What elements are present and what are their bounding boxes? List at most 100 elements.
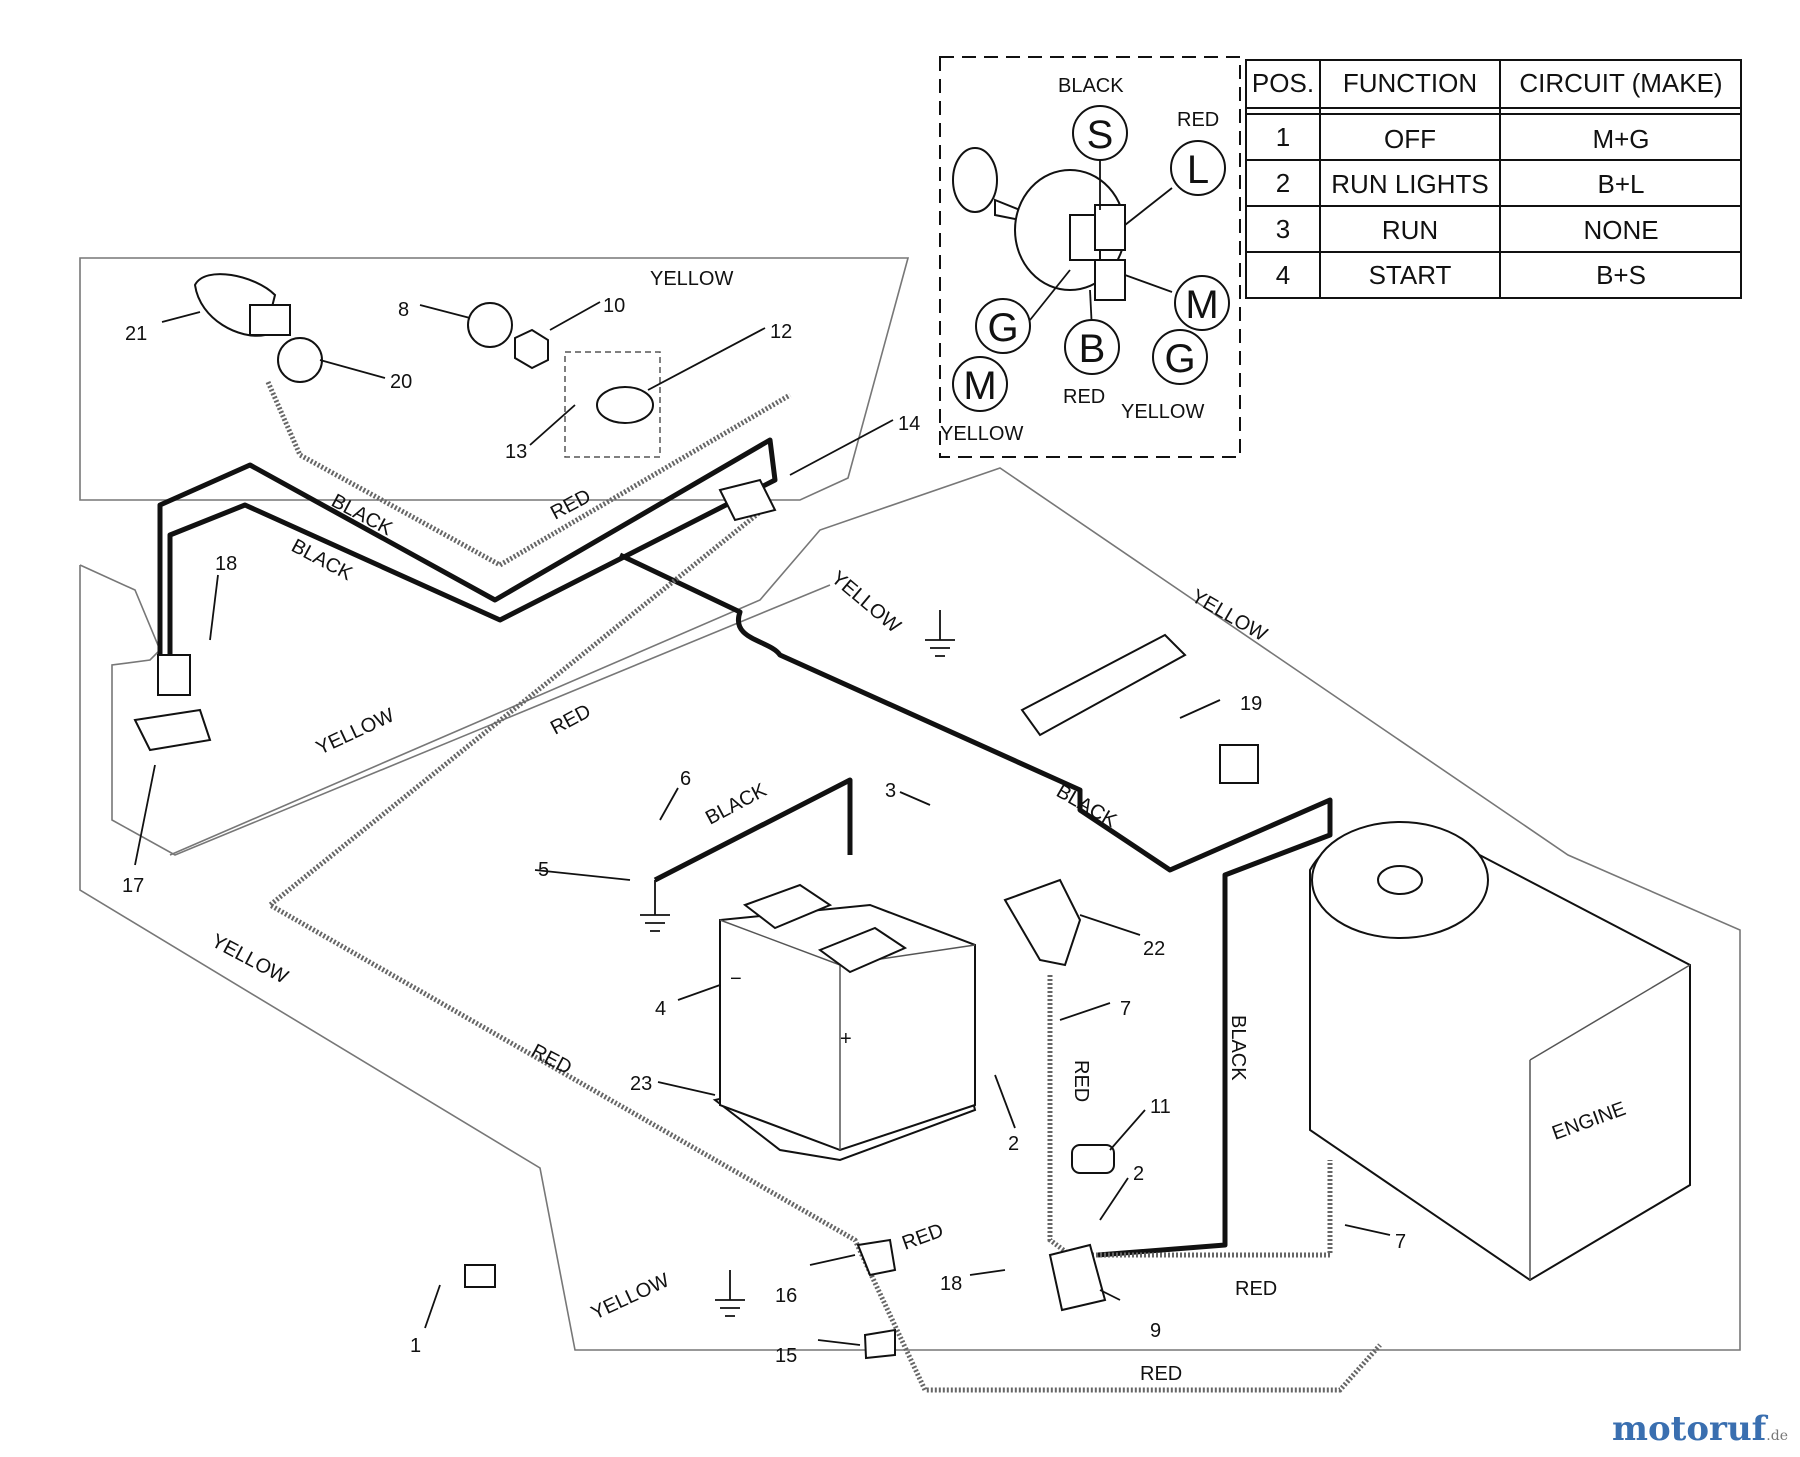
table-header-function: FUNCTION [1343, 68, 1477, 98]
wire-label-red: RED [1070, 1060, 1092, 1102]
connector-1 [464, 1264, 496, 1288]
wire-label-yellow: YELLOW [588, 1269, 673, 1324]
callout-18: 18 [215, 553, 237, 575]
wire-label-red: RED [1235, 1278, 1277, 1300]
callout-8: 8 [398, 299, 409, 321]
ground-symbol-yellow [925, 610, 955, 657]
callout-2: 2 [1133, 1163, 1144, 1185]
wire-label-red: RED [547, 485, 595, 524]
ignition-switch-small [596, 386, 654, 424]
callout-2: 2 [1008, 1133, 1019, 1155]
cap-11 [1071, 1144, 1115, 1174]
terminal-B-wire: RED [1063, 386, 1105, 408]
terminal-G-left: G [975, 298, 1031, 354]
callout-4: 4 [655, 998, 666, 1020]
callout-20: 20 [390, 371, 412, 393]
bezel-ring [467, 302, 513, 348]
svg-text:M: M [963, 364, 996, 408]
hex-nut [514, 328, 549, 370]
yellow-loop-left [79, 564, 831, 856]
seat-switch [133, 708, 212, 752]
callout-16: 16 [775, 1285, 797, 1307]
callout-15: 15 [775, 1345, 797, 1367]
callout-18: 18 [940, 1273, 962, 1295]
table-cell: RUN LIGHTS [1331, 169, 1488, 199]
callout-19: 19 [1240, 693, 1262, 715]
svg-text:M: M [1185, 283, 1218, 327]
switch-detail-box [939, 56, 1241, 458]
wire-label-yellow: YELLOW [208, 930, 292, 989]
terminal-G-right-wire: YELLOW [1121, 401, 1204, 423]
engine-block [1309, 821, 1691, 1282]
red-wire-upper [265, 380, 792, 568]
wire-label-red: RED [547, 700, 595, 739]
lamp-socket [277, 337, 323, 383]
table-header-circuit: CIRCUIT (MAKE) [1519, 68, 1722, 98]
callout-21: 21 [125, 323, 147, 345]
callout-17: 17 [122, 875, 144, 897]
callout-3: 3 [885, 780, 896, 802]
red-wire-starter [1047, 975, 1333, 1258]
wire-label-black: BLACK [288, 535, 357, 586]
battery-plus-sign: + [840, 1028, 852, 1050]
battery-minus-sign: − [730, 968, 742, 990]
terminal-S-wire: BLACK [1058, 75, 1124, 97]
callout-23: 23 [630, 1073, 652, 1095]
terminal-L: L [1170, 140, 1226, 196]
red-wire-long [265, 506, 1382, 1393]
terminal-G-right: G [1152, 329, 1208, 385]
connector-19 [1219, 744, 1259, 784]
terminal-S: S [1072, 105, 1128, 161]
terminal-L-wire: RED [1177, 109, 1219, 131]
black-wire-battery [653, 777, 853, 883]
ground-symbol-lower [715, 1270, 745, 1317]
table-cell: RUN [1382, 215, 1438, 245]
svg-text:S: S [1087, 113, 1114, 157]
wire-label-black: BLACK [1053, 780, 1121, 832]
callout-7: 7 [1395, 1231, 1406, 1253]
upper-dash-panel-outline [79, 257, 910, 501]
callout-7: 7 [1120, 998, 1131, 1020]
terminal-M-left: M [952, 356, 1008, 412]
callout-13: 13 [505, 441, 527, 463]
switch-position-table [1245, 59, 1742, 299]
connector-17-plug [157, 654, 191, 696]
table-cell: 1 [1276, 122, 1290, 152]
table-header-pos: POS. [1252, 68, 1314, 98]
svg-text:B: B [1079, 327, 1106, 371]
wire-label-red: RED [1140, 1363, 1182, 1385]
leader-lines [134, 301, 1391, 1346]
connector-14 [718, 478, 777, 522]
callout-14: 14 [898, 413, 920, 435]
callout-1: 1 [410, 1335, 421, 1357]
boot-22 [1003, 878, 1082, 967]
wire-label-yellow: YELLOW [1188, 585, 1271, 646]
callout-12: 12 [770, 321, 792, 343]
svg-text:L: L [1187, 148, 1209, 192]
table-cell: M+G [1592, 124, 1649, 154]
callout-10: 10 [603, 295, 625, 317]
table-cell: B+S [1596, 260, 1646, 290]
callout-22: 22 [1143, 938, 1165, 960]
solenoid-9 [1048, 1243, 1107, 1312]
table-cell: 3 [1276, 214, 1290, 244]
terminal-M-right: M [1174, 275, 1230, 331]
terminal-M-left-wire: YELLOW [940, 423, 1023, 445]
callout-11: 11 [1150, 1096, 1171, 1118]
terminal-B: B [1064, 319, 1120, 375]
wire-label-yellow: YELLOW [650, 268, 733, 290]
table-cell: NONE [1583, 215, 1658, 245]
wire-label-black: BLACK [702, 779, 771, 830]
black-wire-upper [157, 437, 778, 660]
callout-9: 9 [1150, 1320, 1161, 1342]
callout-6: 6 [680, 768, 691, 790]
svg-text:G: G [987, 306, 1018, 350]
table-cell: 4 [1276, 260, 1290, 290]
key-switch-body [952, 147, 1126, 301]
lower-frame-outline [79, 467, 1741, 1351]
svg-text:G: G [1164, 337, 1195, 381]
wire-label-black: BLACK [1227, 1015, 1249, 1081]
battery [712, 883, 977, 1162]
headlight-bulb [193, 273, 291, 337]
